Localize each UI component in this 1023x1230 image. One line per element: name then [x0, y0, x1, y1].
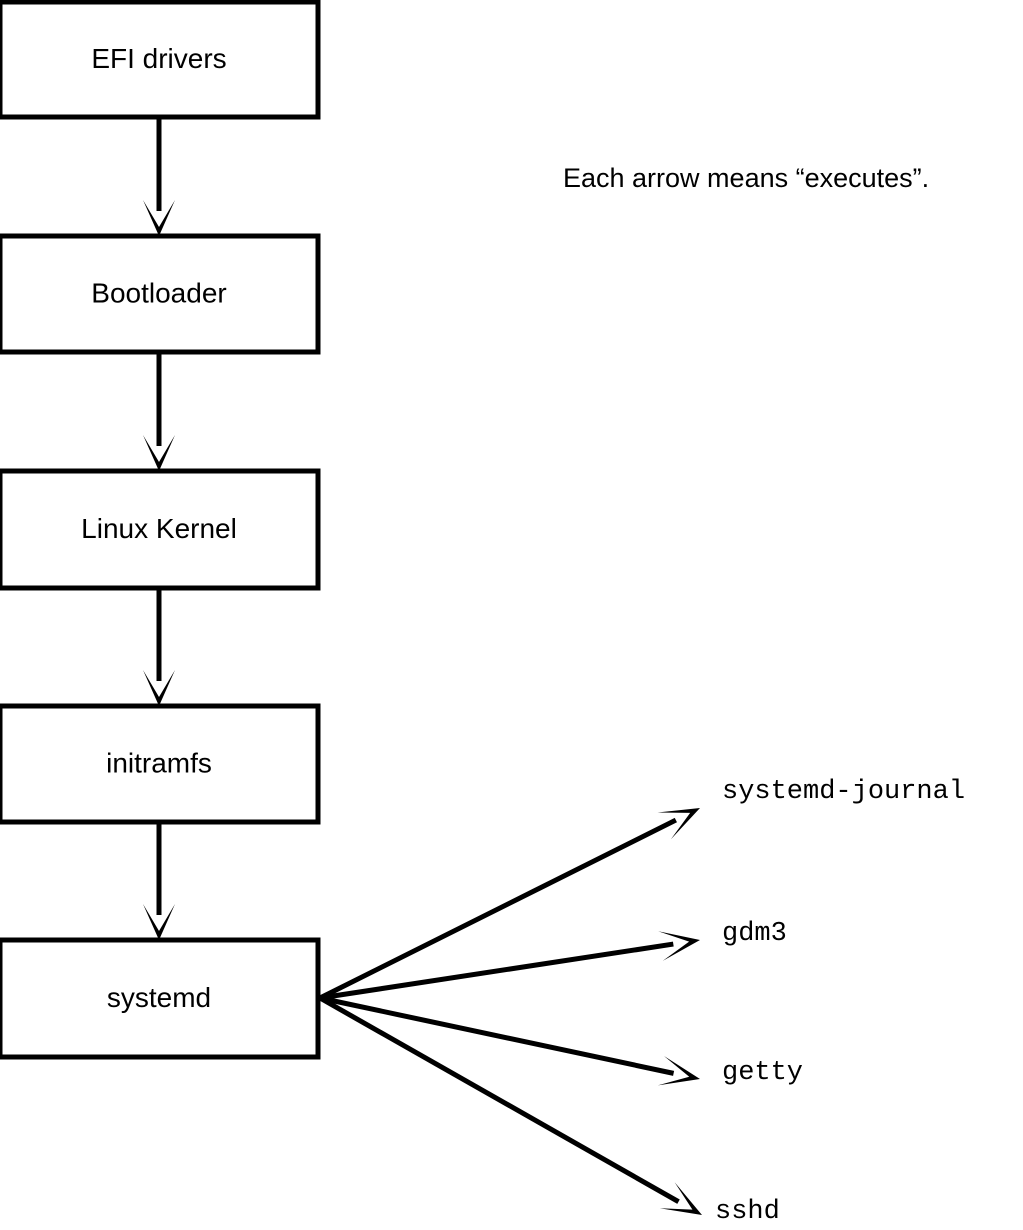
- process-box-label: EFI drivers: [91, 43, 226, 74]
- service-label-group: systemd-journal gdm3 getty sshd: [715, 777, 965, 1227]
- service-label-sshd[interactable]: sshd: [715, 1197, 780, 1227]
- arrowhead-icon: [143, 200, 175, 236]
- legend-caption: Each arrow means “executes”.: [563, 163, 929, 193]
- process-box-label: systemd: [107, 982, 211, 1013]
- arrowhead-icon: [659, 1182, 702, 1215]
- service-arrow-gdm3: [319, 931, 700, 1001]
- flow-arrow-bootloader-to-kernel: [143, 352, 175, 471]
- arrowhead-icon: [143, 904, 175, 940]
- service-arrow-sshd: [318, 995, 702, 1215]
- process-box-linux-kernel[interactable]: Linux Kernel: [0, 468, 321, 591]
- flow-arrow-kernel-to-initramfs: [143, 588, 175, 706]
- service-label-getty[interactable]: getty: [722, 1058, 803, 1088]
- arrow-shaft: [319, 941, 674, 1001]
- flow-arrow-initramfs-to-systemd: [143, 822, 175, 940]
- flow-arrow-efi-to-bootloader: [143, 117, 175, 236]
- service-label-systemd-journal[interactable]: systemd-journal: [722, 777, 965, 807]
- service-label-gdm3[interactable]: gdm3: [722, 919, 787, 949]
- process-box-initramfs[interactable]: initramfs: [0, 703, 321, 825]
- arrowhead-icon: [658, 931, 700, 961]
- arrowhead-icon: [657, 808, 700, 840]
- arrow-shaft: [318, 995, 680, 1204]
- process-box-label: Bootloader: [91, 277, 226, 308]
- process-box-efi-drivers[interactable]: EFI drivers: [0, 0, 321, 120]
- arrow-shaft: [318, 817, 677, 1001]
- service-arrow-getty: [319, 995, 700, 1086]
- arrowhead-icon: [143, 435, 175, 471]
- arrowhead-icon: [657, 1055, 700, 1086]
- service-arrow-group: [318, 808, 702, 1215]
- process-box-label: initramfs: [106, 747, 212, 778]
- process-box-systemd[interactable]: systemd: [0, 937, 321, 1060]
- arrowhead-icon: [143, 670, 175, 706]
- service-arrow-systemd-journal: [318, 808, 700, 1001]
- process-box-bootloader[interactable]: Bootloader: [0, 233, 321, 355]
- arrow-shaft: [319, 995, 675, 1076]
- flow-arrow-group: [143, 117, 175, 940]
- process-box-label: Linux Kernel: [81, 513, 237, 544]
